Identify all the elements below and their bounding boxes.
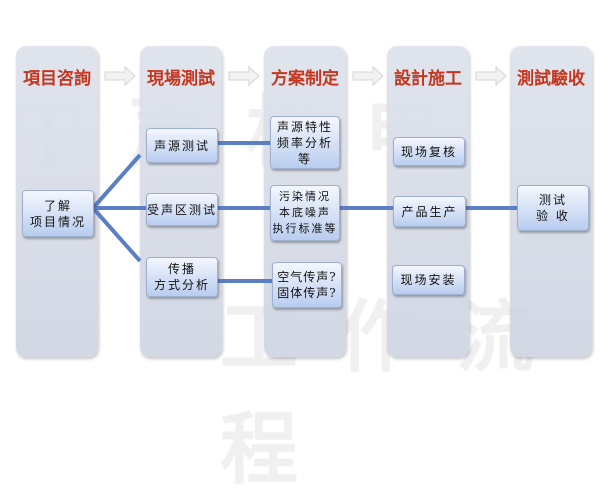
header-design-build: 設計施工	[394, 69, 462, 89]
connector-line	[91, 206, 142, 263]
step-understand-project: 了解 项目情况	[22, 190, 94, 237]
arrow-right-icon	[228, 66, 260, 86]
step-site-review: 现场复核	[393, 137, 465, 166]
step-pollution-standards: 污染情况 本底噪声 执行标准等	[270, 185, 340, 241]
arrow-right-icon	[104, 66, 136, 86]
connectors	[91, 141, 517, 283]
arrow-right-icon	[352, 66, 384, 86]
step-source-frequency: 声源特性 频率分析等	[270, 116, 340, 169]
step-installation: 现场安装	[392, 265, 465, 295]
header-consult: 項目咨詢	[23, 69, 91, 89]
header-acceptance: 測試驗收	[517, 69, 585, 89]
arrow-right-icon	[475, 66, 507, 86]
step-air-structure-noise: 空气传声? 固体传声?	[272, 262, 342, 308]
step-source-test: 声源测试	[146, 128, 218, 163]
header-site-test: 現場測試	[147, 69, 215, 89]
connector-line	[91, 153, 142, 210]
step-propagation-analysis: 传播 方式分析	[146, 257, 218, 297]
step-test-acceptance: 测试 验 收	[517, 185, 589, 231]
step-receiver-test: 受声区测试	[146, 193, 218, 226]
header-plan: 方案制定	[271, 69, 339, 89]
step-production: 产品生产	[393, 196, 466, 227]
